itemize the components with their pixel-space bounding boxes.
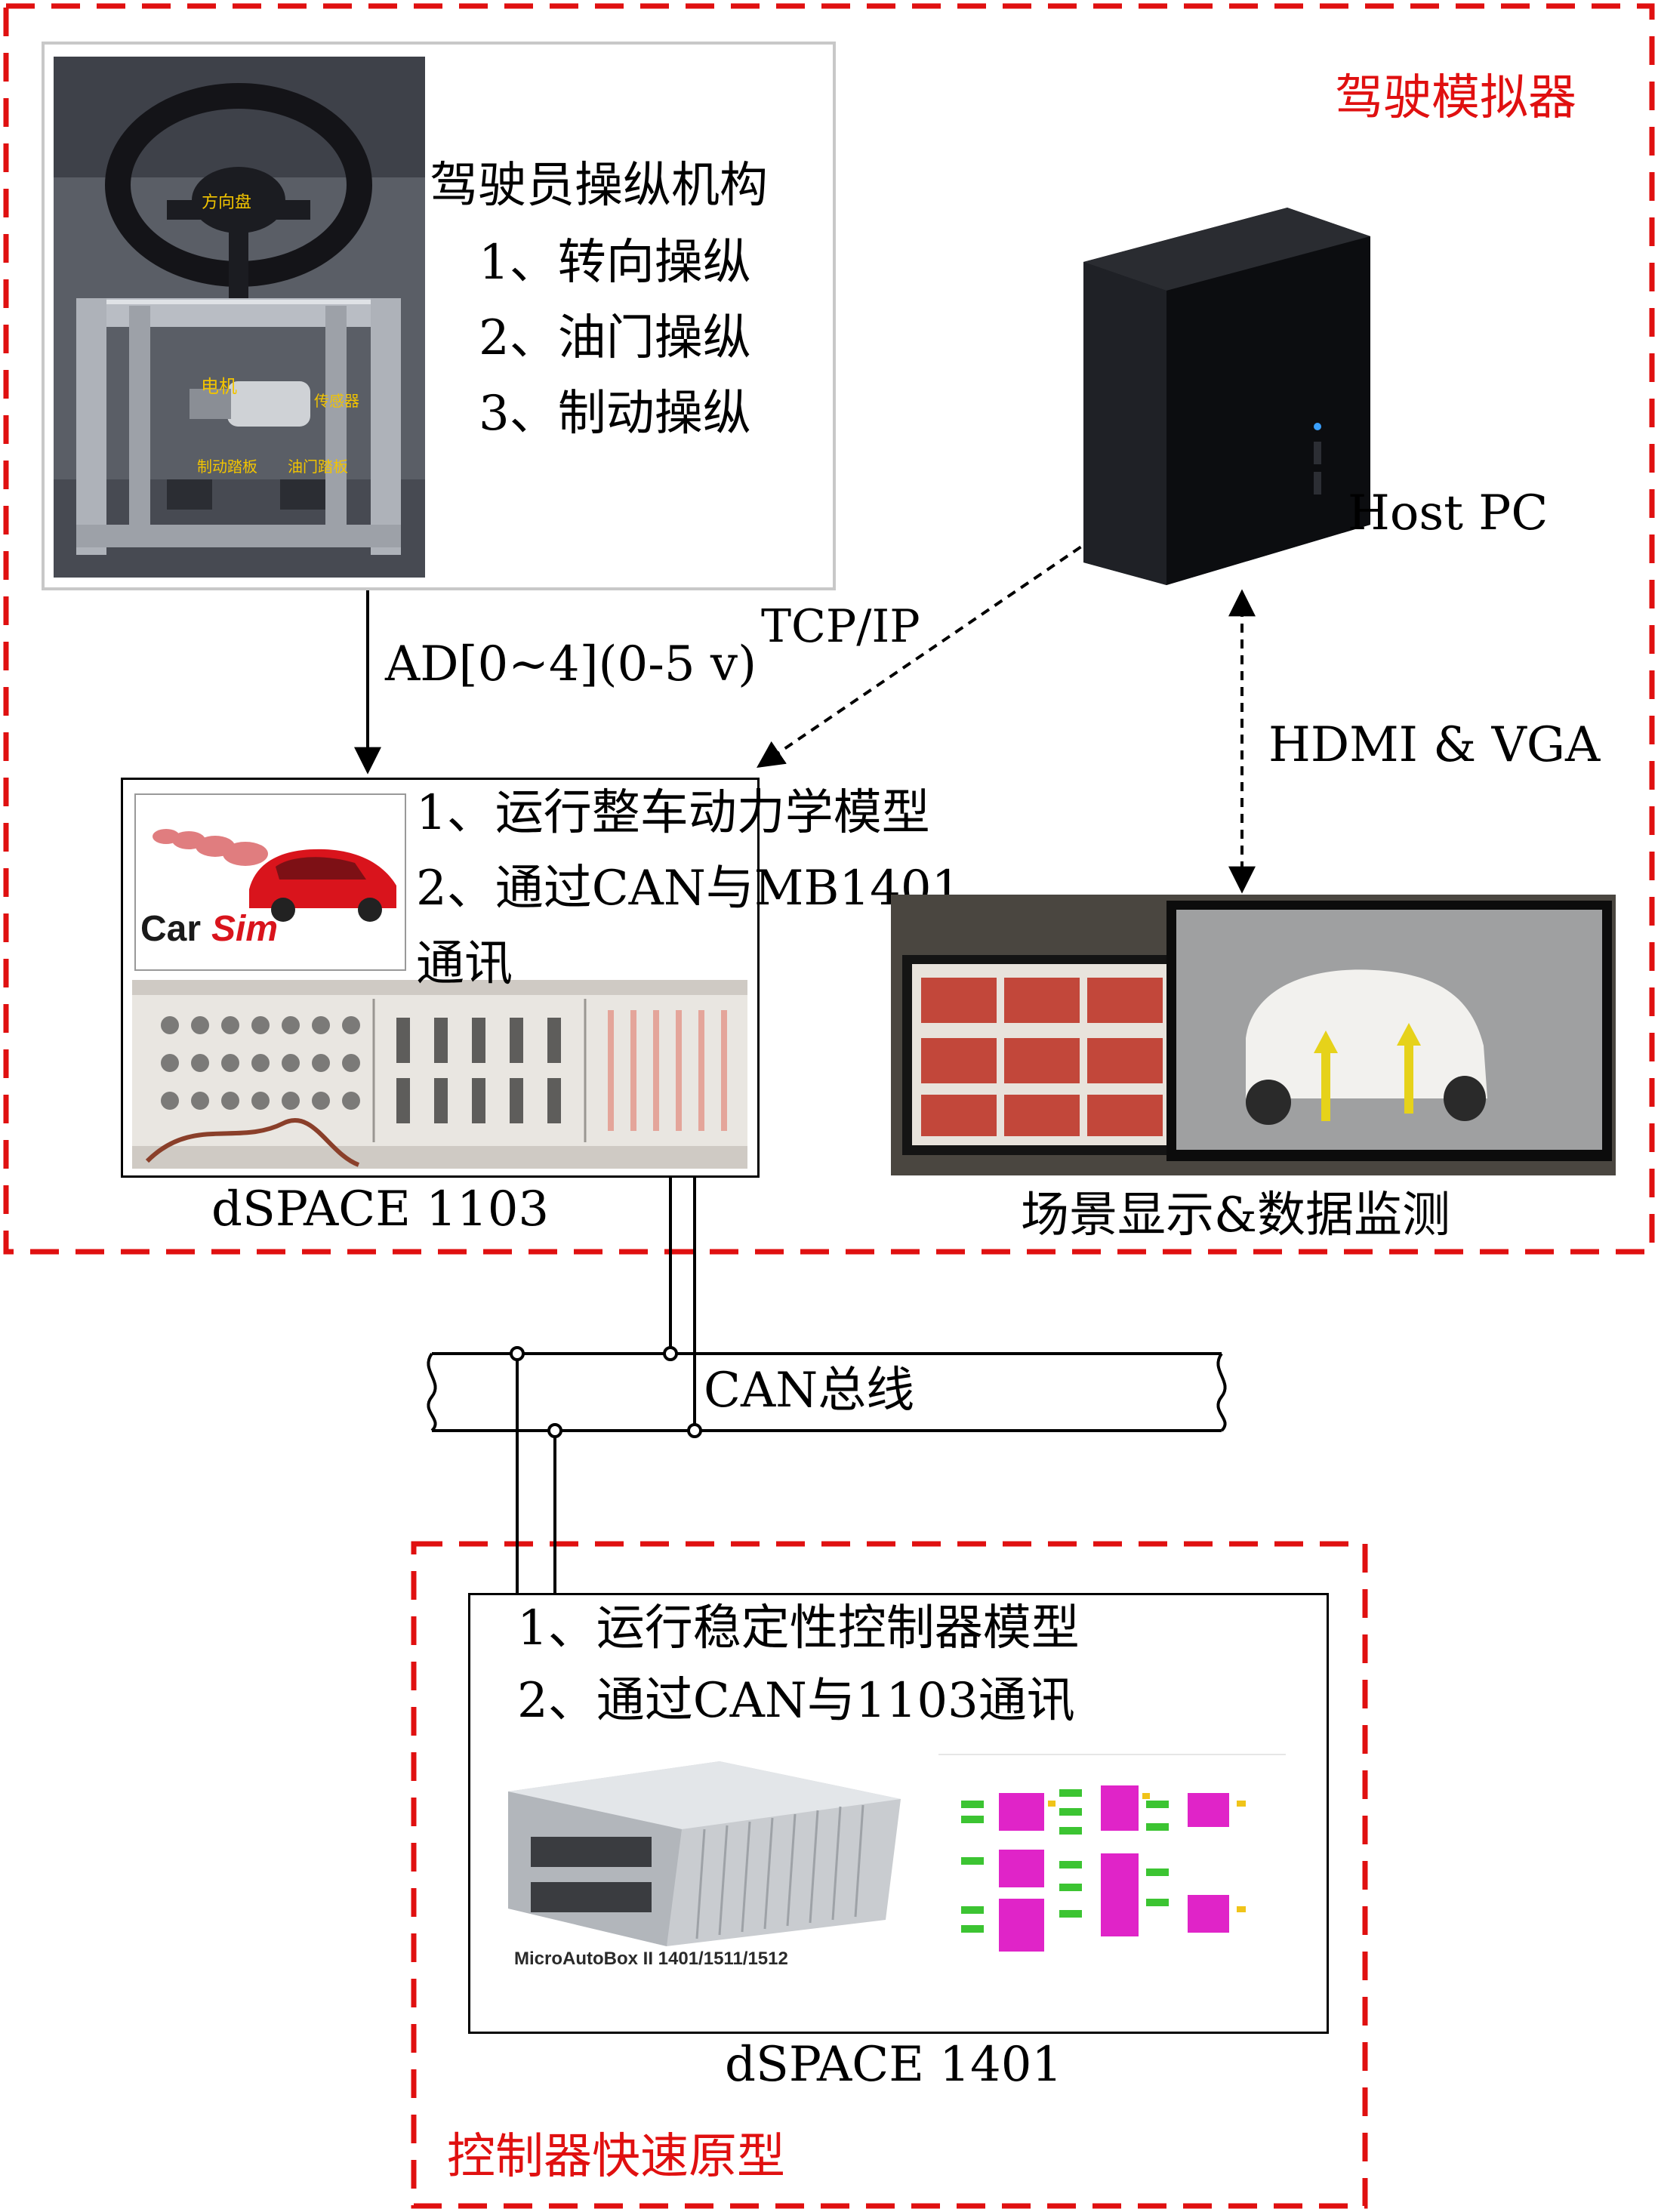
rcp-group-border [411, 1541, 1368, 2209]
driver-rig-photo: 方向盘 电机 传感器 制动踏板 油门踏板 [54, 57, 425, 578]
microautobox-label: MicroAutoBox II 1401/1511/1512 [514, 1949, 788, 1969]
microautobox-device-icon [508, 1761, 901, 1946]
carsim-logo: Car Sim [134, 793, 406, 971]
simulink-diagram-icon [938, 1755, 1286, 1969]
tag-brake-pedal: 制动踏板 [197, 457, 257, 476]
dspace-1103-hardware-photo [132, 980, 747, 1169]
dspace-1103-line-1: 1、运行整车动力学模型 [416, 785, 930, 841]
tag-motor: 电机 [201, 376, 237, 397]
carsim-car-icon [136, 795, 405, 969]
simulink-model-screenshot [938, 1754, 1286, 1969]
tag-sensor: 传感器 [314, 392, 359, 410]
carsim-logo-sim: Sim [211, 909, 279, 949]
rcp-group-label: 控制器快速原型 [447, 2129, 785, 2185]
dspace-1401-line-1: 1、运行稳定性控制器模型 [517, 1600, 1080, 1656]
microautobox-photo: MicroAutoBox II 1401/1511/1512 [493, 1746, 916, 1973]
driver-controls-heading: 驾驶员操纵机构 [430, 158, 768, 214]
dspace-1103-line-3: 通讯 [416, 936, 513, 992]
driver-controls-item-2: 2、油门操纵 [479, 310, 751, 366]
can-bus [427, 1352, 1227, 1432]
driving-simulator-group-border [3, 3, 1655, 1255]
dspace-1401-caption: dSPACE 1401 [725, 2037, 1063, 2093]
steering-rig-illustration: 方向盘 电机 传感器 制动踏板 油门踏板 [54, 57, 425, 578]
tag-throttle-pedal: 油门踏板 [288, 457, 348, 476]
dspace-1103-box: Car Sim 1、运行整车动力学模型 2、通过CAN与MB1401 通讯 [121, 778, 962, 1178]
host-pc-image [1076, 208, 1374, 600]
can-bus-label: CAN总线 [704, 1363, 915, 1419]
analog-link-label: AD[0~4](0-5 v) [385, 636, 757, 692]
can-wires-1401 [510, 1346, 562, 1593]
scene-monitor-photo [891, 895, 1616, 1175]
host-pc-label: Host PC [1348, 485, 1549, 541]
dspace-1401-line-2: 2、通过CAN与1103通讯 [517, 1673, 1075, 1729]
dspace-1103-panel-illustration [132, 980, 747, 1169]
pc-tower-icon [1083, 208, 1370, 585]
video-link-label: HDMI & VGA [1268, 717, 1601, 773]
tag-steering-wheel: 方向盘 [202, 193, 251, 212]
can-wires-1103 [663, 1178, 702, 1438]
tcpip-arrow [757, 516, 1126, 769]
carsim-logo-car: Car [140, 909, 202, 949]
driver-controls-item-3: 3、制动操纵 [479, 386, 751, 442]
monitors-illustration [891, 895, 1616, 1175]
driver-controls-panel: 方向盘 电机 传感器 制动踏板 油门踏板 驾驶员操纵机构 1、转向操纵 2、油门… [42, 42, 836, 590]
monitor-caption: 场景显示&数据监测 [1021, 1188, 1450, 1243]
driver-controls-item-1: 1、转向操纵 [479, 235, 751, 291]
tcpip-link-label: TCP/IP [761, 600, 920, 653]
dspace-1103-caption: dSPACE 1103 [211, 1181, 550, 1237]
dspace-1401-box: 1、运行稳定性控制器模型 2、通过CAN与1103通讯 MicroAutoBox… [468, 1593, 1329, 2034]
dspace-1103-line-2: 2、通过CAN与MB1401 [416, 861, 963, 917]
simulator-group-label: 驾驶模拟器 [1335, 70, 1576, 126]
